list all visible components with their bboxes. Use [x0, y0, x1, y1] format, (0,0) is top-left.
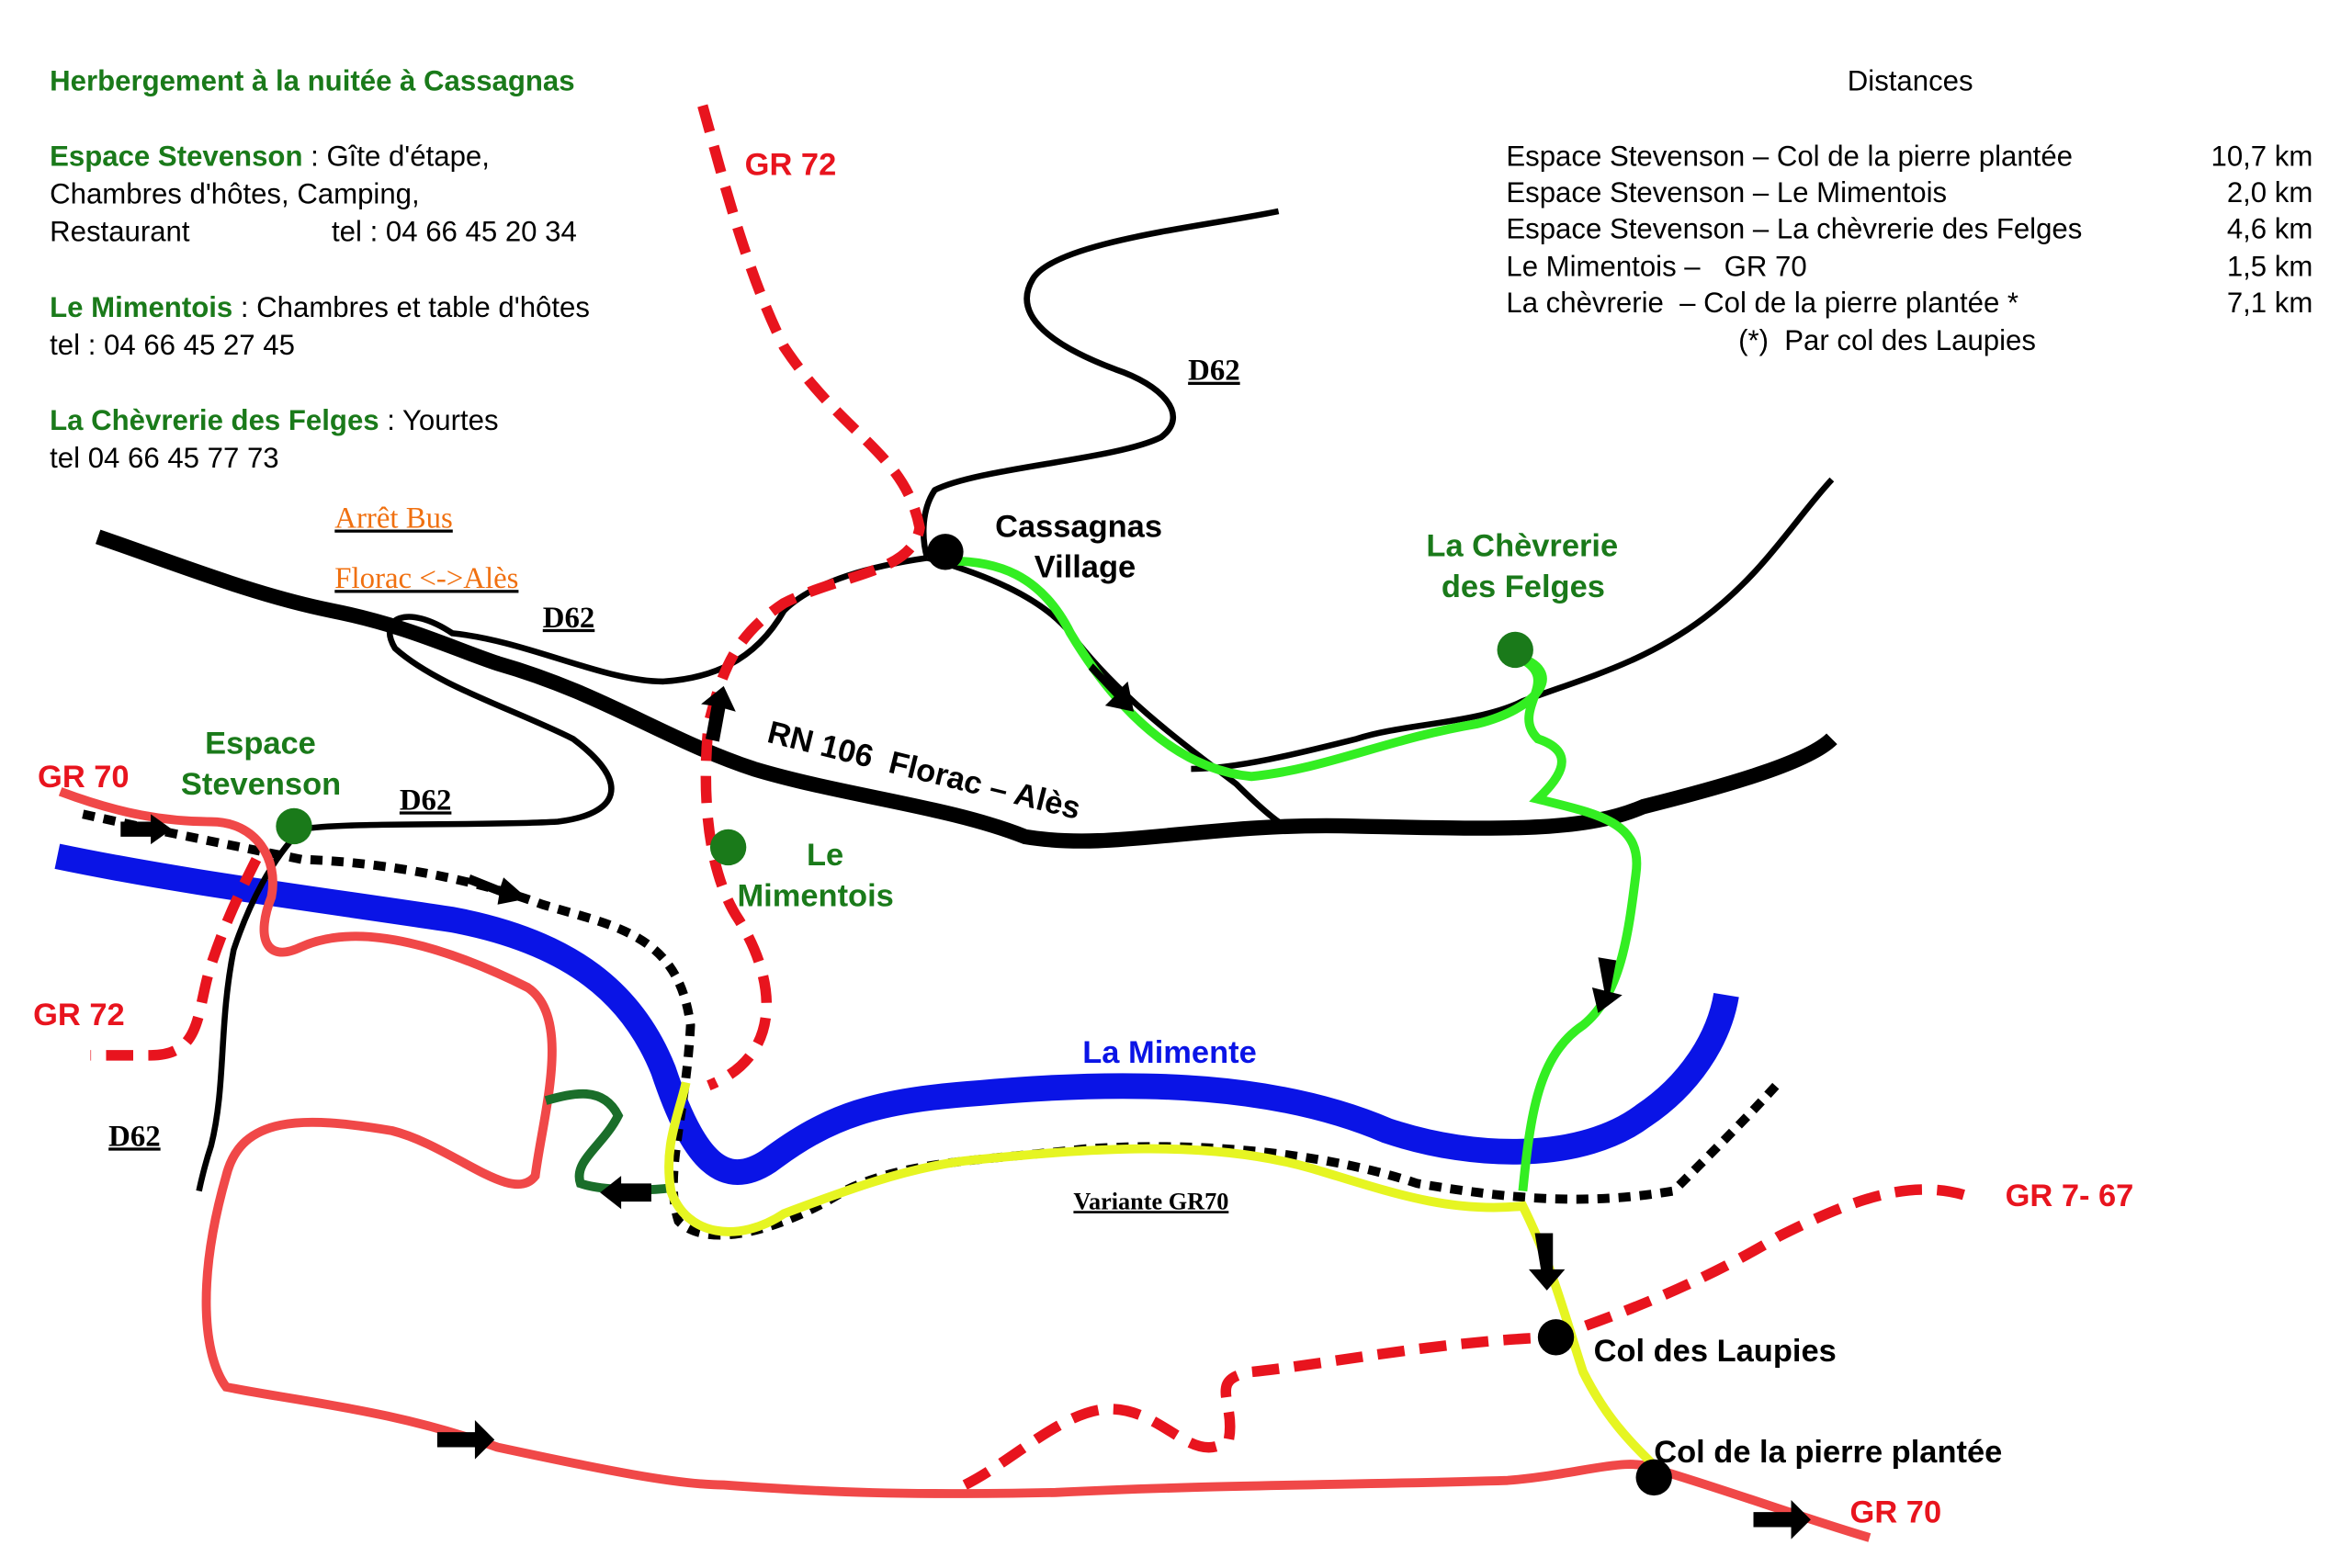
svg-text:Le Mimentois : Chambres et tab: Le Mimentois : Chambres et table d'hôtes	[50, 291, 590, 323]
marker-col-pierre[interactable]	[1635, 1459, 1672, 1496]
roads-d62	[196, 208, 1835, 1192]
direction-arrows	[120, 663, 1811, 1540]
mimentois-desc: : Chambres et table d'hôtes	[232, 291, 590, 323]
arrow-icon	[600, 1176, 651, 1210]
label-gr767: GR 7- 67	[2006, 1179, 2134, 1213]
trail-gr72	[90, 104, 1977, 1490]
distance-km: 2,0 km	[2227, 176, 2313, 209]
stevenson-line3: Restaurant	[50, 216, 190, 248]
distance-km: 7,1 km	[2227, 287, 2313, 319]
arrow-icon	[1591, 957, 1623, 1013]
arrow-icon	[1753, 1499, 1811, 1540]
label-col-laupies: Col des Laupies	[1594, 1334, 1837, 1369]
label-bus-stop[interactable]: Arrêt Bus	[334, 502, 452, 536]
label-gr70-right: GR 70	[1850, 1495, 1942, 1530]
distances-table: Distances Espace Stevenson – Col de la p…	[1506, 65, 2312, 356]
label-mimentois: Mimentois	[737, 878, 893, 913]
label-stevenson: Stevenson	[181, 767, 341, 802]
label-le: Le	[807, 838, 843, 873]
distance-note: (*) Par col des Laupies	[1738, 324, 2036, 356]
distance-km: 4,6 km	[2227, 212, 2313, 244]
lodging-info: Herbergement à la nuitée à Cassagnas Esp…	[50, 65, 590, 474]
arrow-icon	[701, 685, 736, 742]
distances-title: Distances	[1848, 65, 1973, 97]
marker-col-laupies[interactable]	[1537, 1319, 1575, 1356]
label-col-pierre: Col de la pierre plantée	[1654, 1435, 2002, 1470]
label-gr72-left: GR 72	[33, 998, 125, 1032]
chevrerie-name: La Chèvrerie des Felges	[50, 404, 379, 436]
marker-mimentois[interactable]	[709, 829, 747, 866]
label-d62: D62	[1188, 355, 1240, 388]
info-title: Herbergement à la nuitée à Cassagnas	[50, 65, 574, 97]
stevenson-desc: : Gîte d'étape,	[302, 141, 489, 173]
label-chevrerie: La Chèvrerie	[1426, 529, 1618, 564]
label-gr70-left: GR 70	[38, 760, 130, 795]
marker-stevenson[interactable]	[276, 807, 312, 845]
label-variante: Variante GR70	[1073, 1188, 1228, 1214]
marker-cassagnas[interactable]	[927, 534, 964, 570]
label-cassagnas: Cassagnas	[995, 509, 1162, 544]
label-d62: D62	[400, 784, 452, 817]
label-d62: D62	[543, 602, 595, 635]
svg-text:Espace Stevenson : Gîte d'étap: Espace Stevenson : Gîte d'étape,	[50, 141, 490, 173]
distance-route: La chèvrerie – Col de la pierre plantée …	[1506, 287, 2018, 319]
distance-route: Espace Stevenson – La chèvrerie des Felg…	[1506, 212, 2082, 244]
distance-km: 1,5 km	[2227, 250, 2313, 282]
trail-mimentois-link	[544, 1089, 672, 1195]
chevrerie-desc: : Yourtes	[379, 404, 499, 436]
trail-chevrerie	[949, 556, 1642, 1192]
chevrerie-tel: tel 04 66 45 77 73	[50, 442, 278, 474]
marker-chevrerie[interactable]	[1497, 631, 1533, 669]
trail-gr70	[58, 787, 1871, 1542]
label-felges: des Felges	[1442, 570, 1605, 604]
label-espace: Espace	[205, 727, 316, 761]
distance-km: 10,7 km	[2211, 141, 2313, 173]
arrow-icon	[467, 874, 528, 905]
label-gr72-top: GR 72	[745, 148, 837, 183]
arrow-icon	[1529, 1233, 1566, 1291]
arrow-icon	[120, 814, 173, 845]
river-mimente	[54, 843, 1739, 1185]
label-bus-line[interactable]: Florac <->Alès	[334, 562, 518, 595]
svg-text:La Chèvrerie des Felges : Your: La Chèvrerie des Felges : Yourtes	[50, 404, 498, 436]
stevenson-name: Espace Stevenson	[50, 141, 302, 173]
distance-route: Espace Stevenson – Col de la pierre plan…	[1506, 141, 2073, 173]
mimentois-tel: tel : 04 66 45 27 45	[50, 329, 295, 361]
trail-dotted	[82, 809, 1780, 1240]
distance-route: Espace Stevenson – Le Mimentois	[1506, 176, 1947, 209]
road-rn106	[95, 529, 1838, 849]
distance-route: Le Mimentois – GR 70	[1506, 250, 1806, 282]
stevenson-tel: tel : 04 66 45 20 34	[332, 216, 577, 248]
mimentois-name: Le Mimentois	[50, 291, 232, 323]
label-village: Village	[1035, 550, 1136, 585]
label-d62: D62	[108, 1120, 161, 1153]
arrow-icon	[436, 1420, 495, 1460]
label-mimente: La Mimente	[1082, 1035, 1257, 1070]
arrow-icon	[1088, 663, 1135, 712]
stevenson-line2: Chambres d'hôtes, Camping,	[50, 178, 420, 210]
